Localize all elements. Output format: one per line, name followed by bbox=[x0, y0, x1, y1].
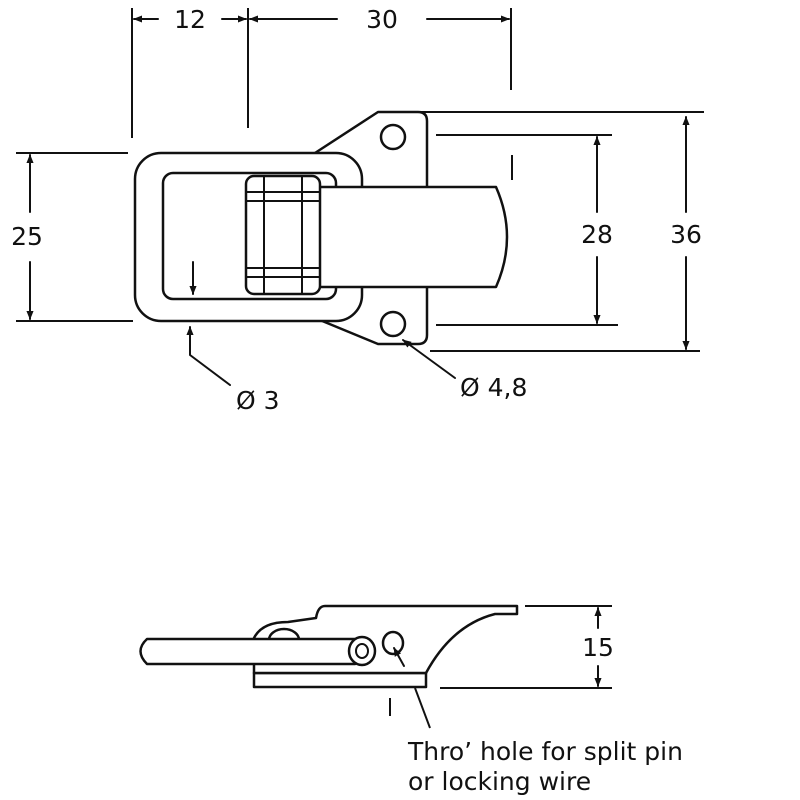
dim-30-label: 30 bbox=[366, 5, 398, 34]
dimension-36: 36 bbox=[413, 111, 704, 352]
lower-mount-hole bbox=[379, 310, 407, 338]
note-line-2: or locking wire bbox=[408, 767, 591, 796]
leader-diameter-4-8: Ø 4,8 bbox=[402, 339, 527, 402]
dim-12-label: 12 bbox=[174, 5, 206, 34]
side-wire-rod bbox=[139, 637, 357, 666]
dimension-12: 12 bbox=[131, 5, 249, 138]
dim-25-label: 25 bbox=[11, 222, 43, 251]
leader-diameter-3: Ø 3 bbox=[186, 326, 280, 415]
dim-28-label: 28 bbox=[581, 220, 613, 249]
dim-diameter-4-8-label: Ø 4,8 bbox=[460, 373, 527, 402]
dimension-28: 28 bbox=[436, 134, 618, 326]
top-view bbox=[133, 110, 509, 346]
side-base-plate bbox=[252, 671, 428, 689]
dim-15-label: 15 bbox=[582, 633, 614, 662]
upper-mount-hole bbox=[379, 123, 407, 151]
dimension-15: 15 bbox=[440, 605, 614, 689]
dimension-25: 25 bbox=[11, 152, 133, 322]
side-pivot-pin bbox=[347, 635, 377, 667]
side-view bbox=[139, 604, 519, 729]
split-pin-note: Thro’ hole for split pin or locking wire bbox=[407, 737, 683, 796]
split-pin-hole bbox=[381, 630, 405, 656]
dim-36-label: 36 bbox=[670, 220, 702, 249]
dimension-30: 30 bbox=[249, 5, 512, 90]
dim-diameter-3-label: Ø 3 bbox=[236, 386, 280, 415]
lever bbox=[260, 185, 509, 289]
split-pin-pointer bbox=[393, 647, 405, 667]
note-line-1: Thro’ hole for split pin bbox=[407, 737, 683, 766]
